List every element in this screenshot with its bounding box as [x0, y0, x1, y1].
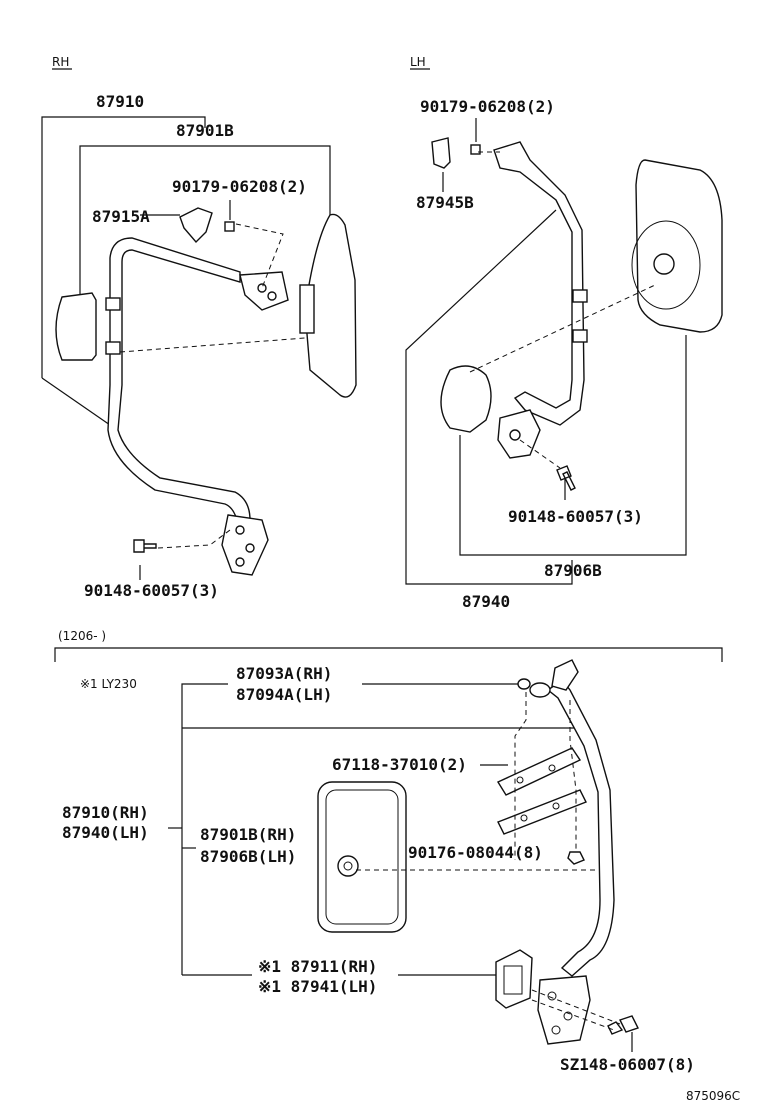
rh-clip-87915A: [179, 207, 213, 244]
bottom-leader-lines: [168, 683, 633, 1052]
label-b-87940: 87940(LH): [62, 823, 149, 842]
bottom-bracket-line: [54, 647, 723, 662]
label-b-SZ148: SZ148-06007(8): [560, 1055, 695, 1074]
note-ly230: ※1 LY230: [80, 677, 137, 691]
rh-nut-90179: [224, 221, 235, 232]
lh-arm-clamp-1: [572, 289, 588, 303]
bottom-bracket-67118-upper: [496, 747, 582, 796]
label-b-87911: ※1 87911(RH): [258, 957, 377, 976]
label-lh-87945B: 87945B: [416, 193, 474, 212]
bottom-mount-base: [537, 975, 591, 1045]
bottom-mirror-head-outer: [317, 781, 407, 933]
label-b-87094A: 87094A(LH): [236, 685, 332, 704]
bottom-assembly-dashes: [356, 692, 621, 1031]
label-lh-90179: 90179-06208(2): [420, 97, 555, 116]
lh-assembly-dashes: [469, 151, 656, 469]
lh-mirror-mount-ring: [631, 220, 701, 310]
label-b-87906B: 87906B(LH): [200, 847, 296, 866]
label-b-87910: 87910(RH): [62, 803, 149, 822]
bottom-arm-cap: [517, 678, 531, 690]
bottom-range-label: (1206- ): [58, 629, 106, 643]
bottom-mirror-head-inner: [325, 789, 399, 925]
lh-mirror-head: [635, 159, 723, 333]
rh-mirror-stay-arm: [107, 237, 251, 526]
bottom-arm-top-fitting: [551, 659, 579, 691]
rh-screw-90148: [133, 539, 157, 553]
lh-arm-clamp-2: [572, 329, 588, 343]
label-rh-87910: 87910: [96, 92, 144, 111]
bottom-bolt-SZ148: [607, 1015, 639, 1035]
label-b-87901B: 87901B(RH): [200, 825, 296, 844]
figure-code: 875096C: [686, 1089, 740, 1103]
bottom-arm-joint: [529, 682, 551, 698]
rh-mirror-cover: [55, 292, 97, 361]
bottom-mirror-pivot: [337, 855, 359, 877]
label-rh-87915A: 87915A: [92, 207, 150, 226]
lh-screw-90148: [556, 465, 576, 491]
section-lh-label: LH: [410, 55, 426, 69]
rh-assembly-dashes: [119, 223, 306, 549]
rh-leader-lines: [41, 116, 331, 580]
label-rh-87901B: 87901B: [176, 121, 234, 140]
label-b-87941: ※1 87941(LH): [258, 977, 377, 996]
lh-mirror-pivot: [653, 253, 675, 275]
rh-base-bracket: [221, 514, 269, 576]
label-lh-87906B: 87906B: [544, 561, 602, 580]
label-lh-90148: 90148-60057(3): [508, 507, 643, 526]
lh-mirror-stay-arm: [493, 141, 585, 426]
lh-clip-87945B: [431, 137, 451, 169]
rh-mirror-mount-plate: [299, 284, 315, 334]
rh-arm-clamp-1: [105, 297, 121, 311]
rh-arm-clamp-2: [105, 341, 121, 355]
lh-mirror-cover: [440, 365, 492, 433]
rh-mirror-head: [304, 213, 357, 398]
label-rh-90179: 90179-06208(2): [172, 177, 307, 196]
bottom-bracket-67118-lower: [497, 789, 587, 835]
label-b-67118: 67118-37010(2): [332, 755, 467, 774]
lh-leader-lines: [405, 118, 687, 585]
bottom-mirror-stay-arm: [546, 679, 615, 977]
label-lh-87940: 87940: [462, 592, 510, 611]
section-rh-label: RH: [52, 55, 69, 69]
label-rh-90148: 90148-60057(3): [84, 581, 219, 600]
bottom-nut-90176: [567, 851, 585, 865]
label-b-90176: 90176-08044(8): [408, 843, 543, 862]
bottom-base-plate-87911: [495, 949, 533, 1009]
label-b-87093A: 87093A(RH): [236, 664, 332, 683]
lh-nut-90179: [470, 144, 481, 155]
